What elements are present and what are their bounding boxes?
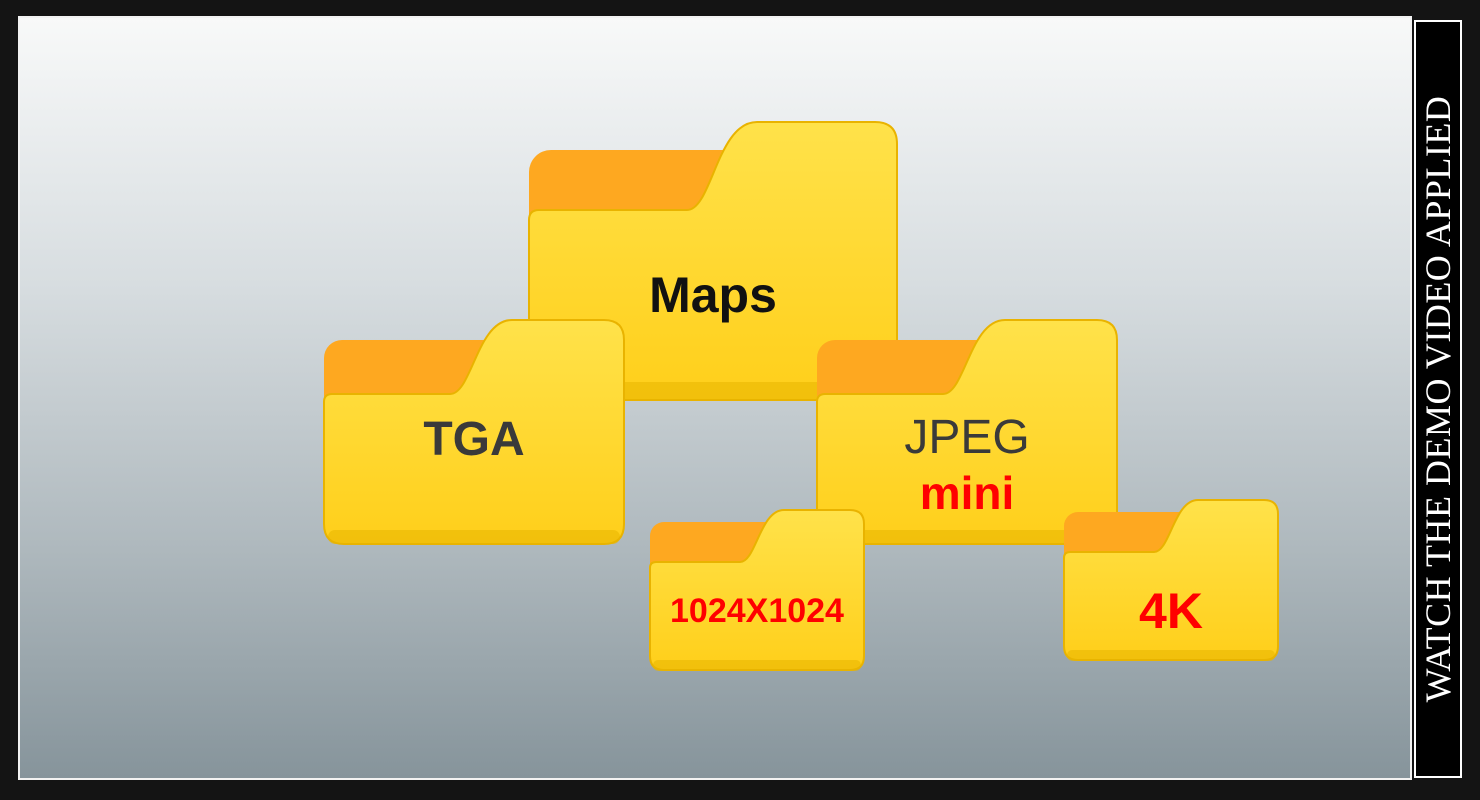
folder-4k-icon[interactable]: 4K [1062, 498, 1280, 664]
watch-demo-banner[interactable]: WATCH THE DEMO VIDEO APPLIED [1414, 20, 1462, 778]
folder-tga-label: TGA [423, 413, 525, 466]
watch-demo-text: WATCH THE DEMO VIDEO APPLIED [1418, 95, 1458, 703]
folder-1024-label: 1024X1024 [670, 592, 844, 630]
folder-tga-icon[interactable]: TGA [322, 318, 626, 548]
folder-4k-label: 4K [1139, 583, 1203, 639]
folder-jpeg-label: JPEG [904, 411, 1030, 464]
folder-1024-icon[interactable]: 1024X1024 [648, 508, 866, 674]
folder-jpeg-sublabel: mini [919, 467, 1015, 519]
folder-jpeg-icon[interactable]: JPEG mini [815, 318, 1119, 548]
folder-maps-label: Maps [649, 267, 777, 323]
